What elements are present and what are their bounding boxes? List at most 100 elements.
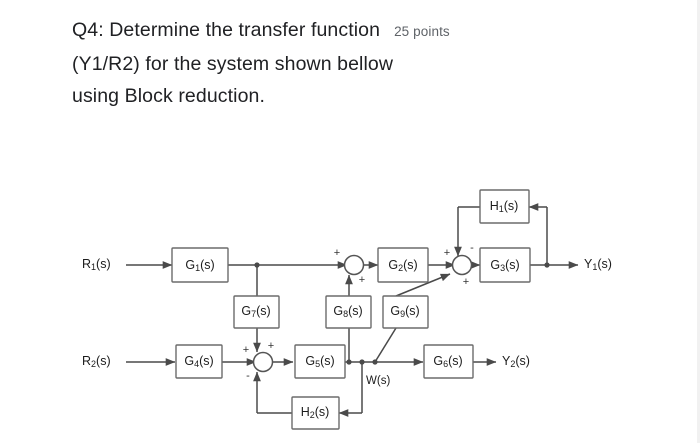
block-g5-sub: 5 xyxy=(315,359,320,369)
svg-text:G7(s): G7(s) xyxy=(241,304,270,319)
page-edge-strip xyxy=(697,0,700,443)
block-g3[interactable]: G3(s) xyxy=(479,247,531,283)
sum3-sign-top: + xyxy=(268,340,274,352)
block-h1-base: H xyxy=(490,199,499,213)
svg-text:G5(s): G5(s) xyxy=(305,354,334,369)
svg-text:G1(s): G1(s) xyxy=(185,258,214,273)
points-badge: 25 points xyxy=(394,24,450,39)
block-g2[interactable]: G2(s) xyxy=(377,247,429,283)
block-g6-sub: 6 xyxy=(443,359,448,369)
svg-text:G2(s): G2(s) xyxy=(388,258,417,273)
block-g9-suffix: (s) xyxy=(405,304,420,318)
svg-text:G9(s): G9(s) xyxy=(390,304,419,319)
svg-text:H1(s): H1(s) xyxy=(490,199,519,214)
label-r2-base: R xyxy=(82,354,91,368)
sum3-sign-bottom: - xyxy=(246,370,250,382)
label-y1-base: Y xyxy=(584,257,593,271)
label-r1-base: R xyxy=(82,257,91,271)
wire-g9-to-sum2 xyxy=(395,273,451,297)
wire-w-up-to-g9 xyxy=(374,327,397,363)
label-r1: R1(s) xyxy=(82,257,111,272)
block-h1[interactable]: H1(s) xyxy=(479,189,530,224)
label-y2-base: Y xyxy=(502,354,511,368)
svg-text:G4(s): G4(s) xyxy=(184,354,213,369)
node-g5-out-h2-tap xyxy=(359,359,365,365)
summing-junction-3: + + - xyxy=(243,340,274,382)
block-g7-sub: 7 xyxy=(251,309,256,319)
sum1-sign-left: + xyxy=(334,247,340,259)
block-g8-sub: 8 xyxy=(343,309,348,319)
question-text: Q4: Determine the transfer function 25 p… xyxy=(72,14,652,112)
block-g7-base: G xyxy=(241,304,251,318)
label-r2: R2(s) xyxy=(82,354,111,369)
block-h1-suffix: (s) xyxy=(504,199,519,213)
sum2-circle xyxy=(451,254,473,276)
label-r1-suffix: (s) xyxy=(96,257,111,271)
svg-text:G6(s): G6(s) xyxy=(433,354,462,369)
block-g8-suffix: (s) xyxy=(348,304,363,318)
block-g5-base: G xyxy=(305,354,315,368)
question-line-3: using Block reduction. xyxy=(72,85,265,107)
label-y2: Y2(s) xyxy=(502,354,530,369)
block-diagram: + + + - + + + - G1(s) xyxy=(0,160,700,443)
sum1-sign-bottom: + xyxy=(359,274,365,286)
block-g8[interactable]: G8(s) xyxy=(325,295,372,329)
block-g4-base: G xyxy=(184,354,194,368)
label-y1-suffix: (s) xyxy=(597,257,612,271)
block-h2-base: H xyxy=(301,405,310,419)
sum2-sign-bottom: + xyxy=(463,276,469,288)
svg-text:G3(s): G3(s) xyxy=(490,258,519,273)
block-g5[interactable]: G5(s) xyxy=(294,344,346,379)
sum1-circle xyxy=(343,254,365,276)
label-w: W(s) xyxy=(366,375,390,387)
block-g6-base: G xyxy=(433,354,443,368)
block-g3-base: G xyxy=(490,258,500,272)
question-line-1: Q4: Determine the transfer function 25 p… xyxy=(72,14,652,48)
sum3-circle xyxy=(252,351,274,373)
svg-text:G8(s): G8(s) xyxy=(333,304,362,319)
block-g9[interactable]: G9(s) xyxy=(382,295,429,329)
label-y2-sub: 2 xyxy=(510,359,515,369)
block-h1-sub: 1 xyxy=(499,204,504,214)
label-y1: Y1(s) xyxy=(584,257,612,272)
block-h2-suffix: (s) xyxy=(315,405,330,419)
block-g4-suffix: (s) xyxy=(199,354,214,368)
block-g7-suffix: (s) xyxy=(256,304,271,318)
diagram-wires xyxy=(126,203,579,417)
label-w-base: W xyxy=(366,375,377,387)
label-r2-sub: 2 xyxy=(91,359,96,369)
block-g1-base: G xyxy=(185,258,195,272)
block-g6-suffix: (s) xyxy=(448,354,463,368)
block-g2-sub: 2 xyxy=(398,263,403,273)
label-w-suffix: (s) xyxy=(377,375,391,387)
block-g6[interactable]: G6(s) xyxy=(423,344,474,379)
block-h2-sub: 2 xyxy=(310,410,315,420)
label-y2-suffix: (s) xyxy=(515,354,530,368)
label-r2-suffix: (s) xyxy=(96,354,111,368)
block-g7[interactable]: G7(s) xyxy=(233,295,280,329)
block-g1-sub: 1 xyxy=(195,263,200,273)
block-g9-sub: 9 xyxy=(400,309,405,319)
block-g2-base: G xyxy=(388,258,398,272)
summing-junction-1: + + xyxy=(334,247,365,286)
question-line-1-text: Q4: Determine the transfer function xyxy=(72,19,381,41)
label-y1-sub: 1 xyxy=(592,262,597,272)
block-g1[interactable]: G1(s) xyxy=(171,247,229,283)
sum3-sign-left: + xyxy=(243,344,249,356)
block-g2-suffix: (s) xyxy=(403,258,418,272)
block-g4[interactable]: G4(s) xyxy=(175,344,223,379)
svg-text:H2(s): H2(s) xyxy=(301,405,330,420)
summing-junction-2: + - + xyxy=(444,242,474,288)
label-r1-sub: 1 xyxy=(91,262,96,272)
sum2-sign-left: + xyxy=(444,247,450,259)
question-line-2: (Y1/R2) for the system shown bellow xyxy=(72,53,394,75)
block-g3-sub: 3 xyxy=(500,263,505,273)
block-g8-base: G xyxy=(333,304,343,318)
block-g9-base: G xyxy=(390,304,400,318)
block-h2[interactable]: H2(s) xyxy=(291,396,340,430)
block-g1-suffix: (s) xyxy=(200,258,215,272)
block-g5-suffix: (s) xyxy=(320,354,335,368)
sum2-sign-top: - xyxy=(470,242,474,254)
block-g3-suffix: (s) xyxy=(505,258,520,272)
